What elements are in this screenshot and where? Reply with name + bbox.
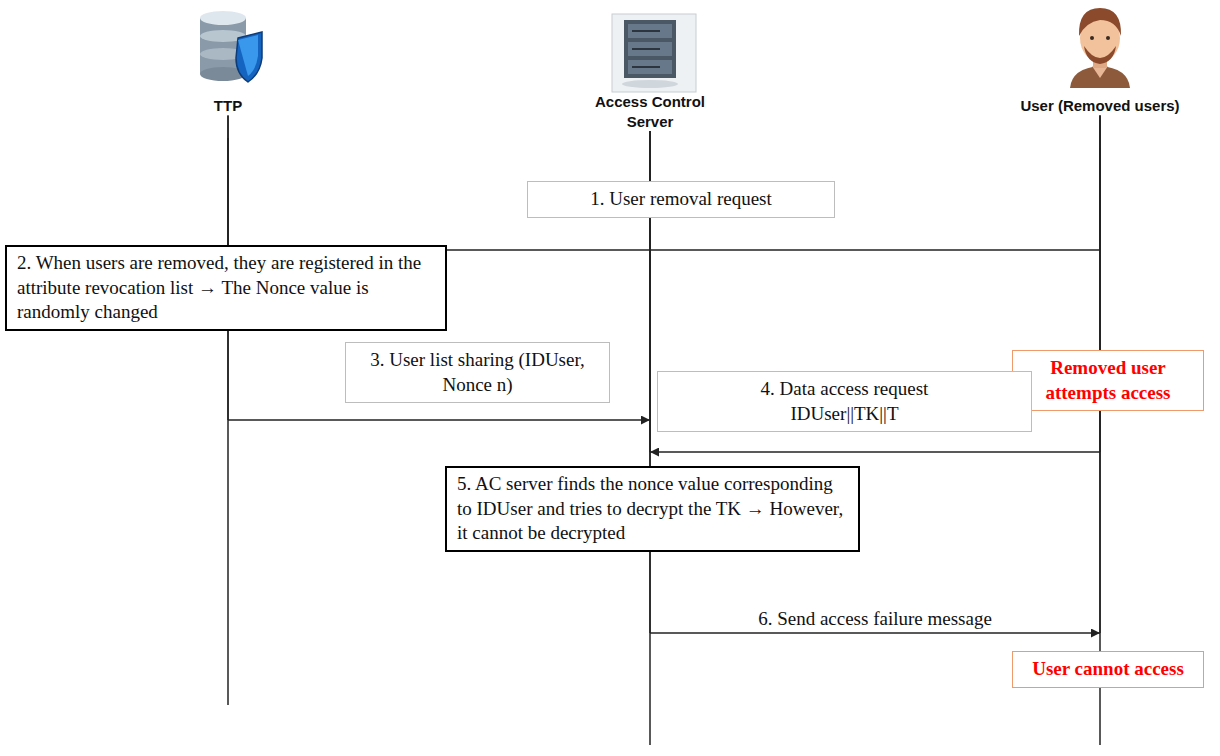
node-text: 4. Data access request IDUser||TK||T bbox=[727, 377, 962, 426]
connector-segment bbox=[228, 419, 650, 421]
database-icon bbox=[200, 11, 262, 82]
node-text: User cannot access bbox=[1019, 657, 1197, 682]
status-callout-box: Removed user attempts access bbox=[1012, 350, 1204, 411]
connector-segment bbox=[650, 632, 1100, 634]
process-note-box: 2. When users are removed, they are regi… bbox=[5, 245, 447, 331]
status-callout-box: User cannot access bbox=[1012, 651, 1204, 688]
node-text: 3. User list sharing (IDUser, Nonce n) bbox=[354, 348, 601, 397]
node-text: 5. AC server finds the nonce value corre… bbox=[457, 472, 848, 546]
node-text: 1. User removal request bbox=[536, 187, 826, 212]
server-icon bbox=[612, 14, 696, 92]
connector-segment bbox=[650, 451, 1100, 453]
user-icon bbox=[1070, 8, 1130, 88]
participant-label: TTP bbox=[168, 96, 288, 116]
node-text: User (Removed users) bbox=[1013, 96, 1188, 116]
message-label-box: 1. User removal request bbox=[527, 181, 835, 218]
node-text: 2. When users are removed, they are regi… bbox=[17, 251, 435, 325]
process-note-box: 5. AC server finds the nonce value corre… bbox=[445, 466, 860, 552]
node-text: TTP bbox=[168, 96, 288, 116]
message-arrow bbox=[228, 116, 1100, 251]
participant-label: Access Control Server bbox=[585, 92, 715, 131]
message-label: 6. Send access failure message bbox=[754, 608, 996, 630]
node-text: Removed user attempts access bbox=[1019, 356, 1197, 405]
message-label-box: 3. User list sharing (IDUser, Nonce n) bbox=[345, 342, 610, 403]
participant-label: User (Removed users) bbox=[1013, 96, 1188, 116]
message-label-box: 4. Data access request IDUser||TK||T bbox=[657, 371, 1032, 432]
node-text: Access Control Server bbox=[585, 92, 715, 131]
